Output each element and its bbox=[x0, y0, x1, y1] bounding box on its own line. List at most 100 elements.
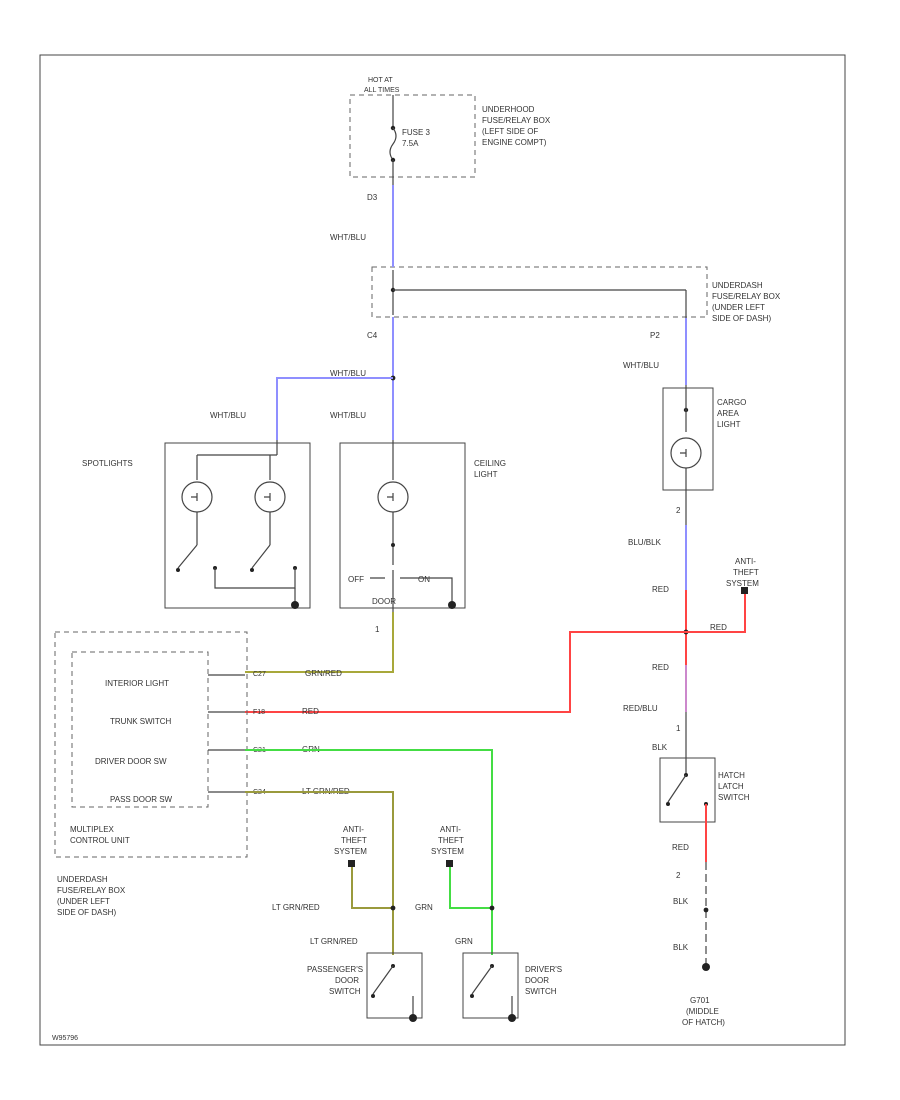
wire-label-red-2: RED bbox=[710, 623, 727, 632]
cargo-light-line3: LIGHT bbox=[717, 420, 741, 429]
all-times-label: ALL TIMES bbox=[364, 87, 400, 94]
cargo-light-line2: AREA bbox=[717, 409, 739, 418]
cargo-pin-2: 2 bbox=[676, 506, 681, 515]
diagram-frame bbox=[39, 54, 846, 1046]
pass-door-line3: SWITCH bbox=[329, 987, 361, 996]
mcu-item-trunk-switch: TRUNK SWITCH bbox=[110, 717, 172, 726]
ceiling-switch bbox=[370, 570, 415, 592]
ceiling-door-label: DOOR bbox=[372, 597, 396, 606]
hatch-latch-switch-box bbox=[659, 757, 716, 823]
driver-door-ground bbox=[508, 1014, 516, 1022]
pass-door-line2: DOOR bbox=[335, 976, 359, 985]
wire-label-wht-blu-2: WHT/BLU bbox=[330, 369, 366, 378]
wire-label-grn-red: GRN/RED bbox=[305, 669, 342, 678]
mcu-item-driver-door: DRIVER DOOR SW bbox=[95, 757, 167, 766]
ceiling-light-line1: CEILING bbox=[474, 459, 506, 468]
wire-wht-blu-spot bbox=[276, 377, 393, 440]
mcu-inner-box bbox=[71, 651, 209, 808]
anti-theft-l1-line1: ANTI- bbox=[343, 825, 364, 834]
mcu-pin-f18: F18 bbox=[253, 709, 265, 716]
wire-label-wht-blu-1: WHT/BLU bbox=[330, 233, 366, 242]
drv-door-line1: DRIVER'S bbox=[525, 965, 562, 974]
anti-theft-l2-line2: THEFT bbox=[438, 836, 464, 845]
hatch-switch-line3: SWITCH bbox=[718, 793, 750, 802]
spotlights-ground bbox=[291, 601, 299, 609]
ceiling-ground bbox=[448, 601, 456, 609]
wire-grn-anti-theft bbox=[449, 867, 492, 909]
ceiling-light-line2: LIGHT bbox=[474, 470, 498, 479]
wire-lt-grn-red-anti-theft bbox=[351, 867, 393, 909]
wire-label-blu-blk: BLU/BLK bbox=[628, 538, 662, 547]
underdash-r-line2: FUSE/RELAY BOX bbox=[712, 292, 781, 301]
mcu-item-pass-door: PASS DOOR SW bbox=[110, 795, 173, 804]
underdash-l-line2: FUSE/RELAY BOX bbox=[57, 886, 126, 895]
pass-door-line1: PASSENGER'S bbox=[307, 965, 363, 974]
spot-right-switch bbox=[251, 544, 271, 569]
wire-lt-grn-red-pass bbox=[245, 791, 394, 955]
wire-label-blk-1: BLK bbox=[652, 743, 668, 752]
underdash-fuse-box-top bbox=[371, 266, 708, 318]
mcu-name-line2: CONTROL UNIT bbox=[70, 836, 130, 845]
passenger-door-switch-box bbox=[366, 952, 423, 1019]
drv-door-line3: SWITCH bbox=[525, 987, 557, 996]
mcu-item-interior-light: INTERIOR LIGHT bbox=[105, 679, 169, 688]
ceiling-light-box bbox=[339, 442, 466, 609]
hatch-pin-2: 2 bbox=[676, 871, 681, 880]
mcu-pin-c27: C27 bbox=[253, 671, 266, 678]
wire-red-anti-theft bbox=[686, 594, 746, 633]
cargo-light-line1: CARGO bbox=[717, 398, 746, 407]
underhood-box-line2: FUSE/RELAY BOX bbox=[482, 116, 551, 125]
anti-theft-r-line2: THEFT bbox=[733, 568, 759, 577]
wire-label-red-1: RED bbox=[652, 585, 669, 594]
ground-line1: G701 bbox=[690, 996, 710, 1005]
anti-theft-l1-line3: SYSTEM bbox=[334, 847, 367, 856]
anti-theft-r-line1: ANTI- bbox=[735, 557, 756, 566]
hatch-pin-1: 1 bbox=[676, 724, 681, 733]
spot-left-switch bbox=[177, 544, 198, 569]
anti-theft-l2-line3: SYSTEM bbox=[431, 847, 464, 856]
underdash-r-line4: SIDE OF DASH) bbox=[712, 314, 771, 323]
anti-theft-r-terminal bbox=[741, 587, 748, 594]
underdash-l-line1: UNDERDASH bbox=[57, 875, 108, 884]
ground-line3: OF HATCH) bbox=[682, 1018, 725, 1027]
wire-label-wht-blu-3: WHT/BLU bbox=[623, 361, 659, 370]
wire-grn-red-interior bbox=[245, 612, 394, 673]
driver-door-switch-box bbox=[462, 952, 519, 1019]
wire-grn-driver bbox=[245, 749, 493, 955]
pass-door-ground bbox=[409, 1014, 417, 1022]
fuse-label-2: 7.5A bbox=[402, 139, 419, 148]
underdash-l-line3: (UNDER LEFT bbox=[57, 897, 110, 906]
wire-label-grn-1: GRN bbox=[415, 903, 433, 912]
hatch-switch-line1: HATCH bbox=[718, 771, 745, 780]
fuse-label-1: FUSE 3 bbox=[402, 128, 431, 137]
spotlights-box bbox=[164, 442, 311, 609]
wire-label-red-trunk: RED bbox=[302, 707, 319, 716]
wire-label-blk-3: BLK bbox=[673, 943, 689, 952]
underdash-r-line3: (UNDER LEFT bbox=[712, 303, 765, 312]
anti-theft-l2-line1: ANTI- bbox=[440, 825, 461, 834]
underhood-box-line1: UNDERHOOD bbox=[482, 105, 535, 114]
wire-label-red-blu: RED/BLU bbox=[623, 704, 658, 713]
underhood-box-line3: (LEFT SIDE OF bbox=[482, 127, 538, 136]
mcu-name-line1: MULTIPLEX bbox=[70, 825, 115, 834]
hot-at-label: HOT AT bbox=[368, 77, 393, 84]
ground-line2: (MIDDLE bbox=[686, 1007, 719, 1016]
connector-c4: C4 bbox=[367, 331, 378, 340]
anti-theft-r-line3: SYSTEM bbox=[726, 579, 759, 588]
ceiling-on-label: ON bbox=[418, 575, 430, 584]
footer-code: W95796 bbox=[52, 1035, 78, 1042]
wire-label-red-3: RED bbox=[652, 663, 669, 672]
hatch-switch-line2: LATCH bbox=[718, 782, 744, 791]
hatch-switch-contact bbox=[667, 774, 687, 803]
wire-label-lt-grn-red-1: LT GRN/RED bbox=[272, 903, 320, 912]
underdash-l-line4: SIDE OF DASH) bbox=[57, 908, 116, 917]
anti-theft-l1-terminal bbox=[348, 860, 355, 867]
connector-p2: P2 bbox=[650, 331, 660, 340]
ceiling-pin-1: 1 bbox=[375, 625, 380, 634]
ground-g701 bbox=[702, 963, 710, 971]
ceiling-off-label: OFF bbox=[348, 575, 364, 584]
cargo-area-light-box bbox=[662, 387, 714, 491]
underhood-fuse-box bbox=[349, 94, 476, 178]
anti-theft-l2-terminal bbox=[446, 860, 453, 867]
